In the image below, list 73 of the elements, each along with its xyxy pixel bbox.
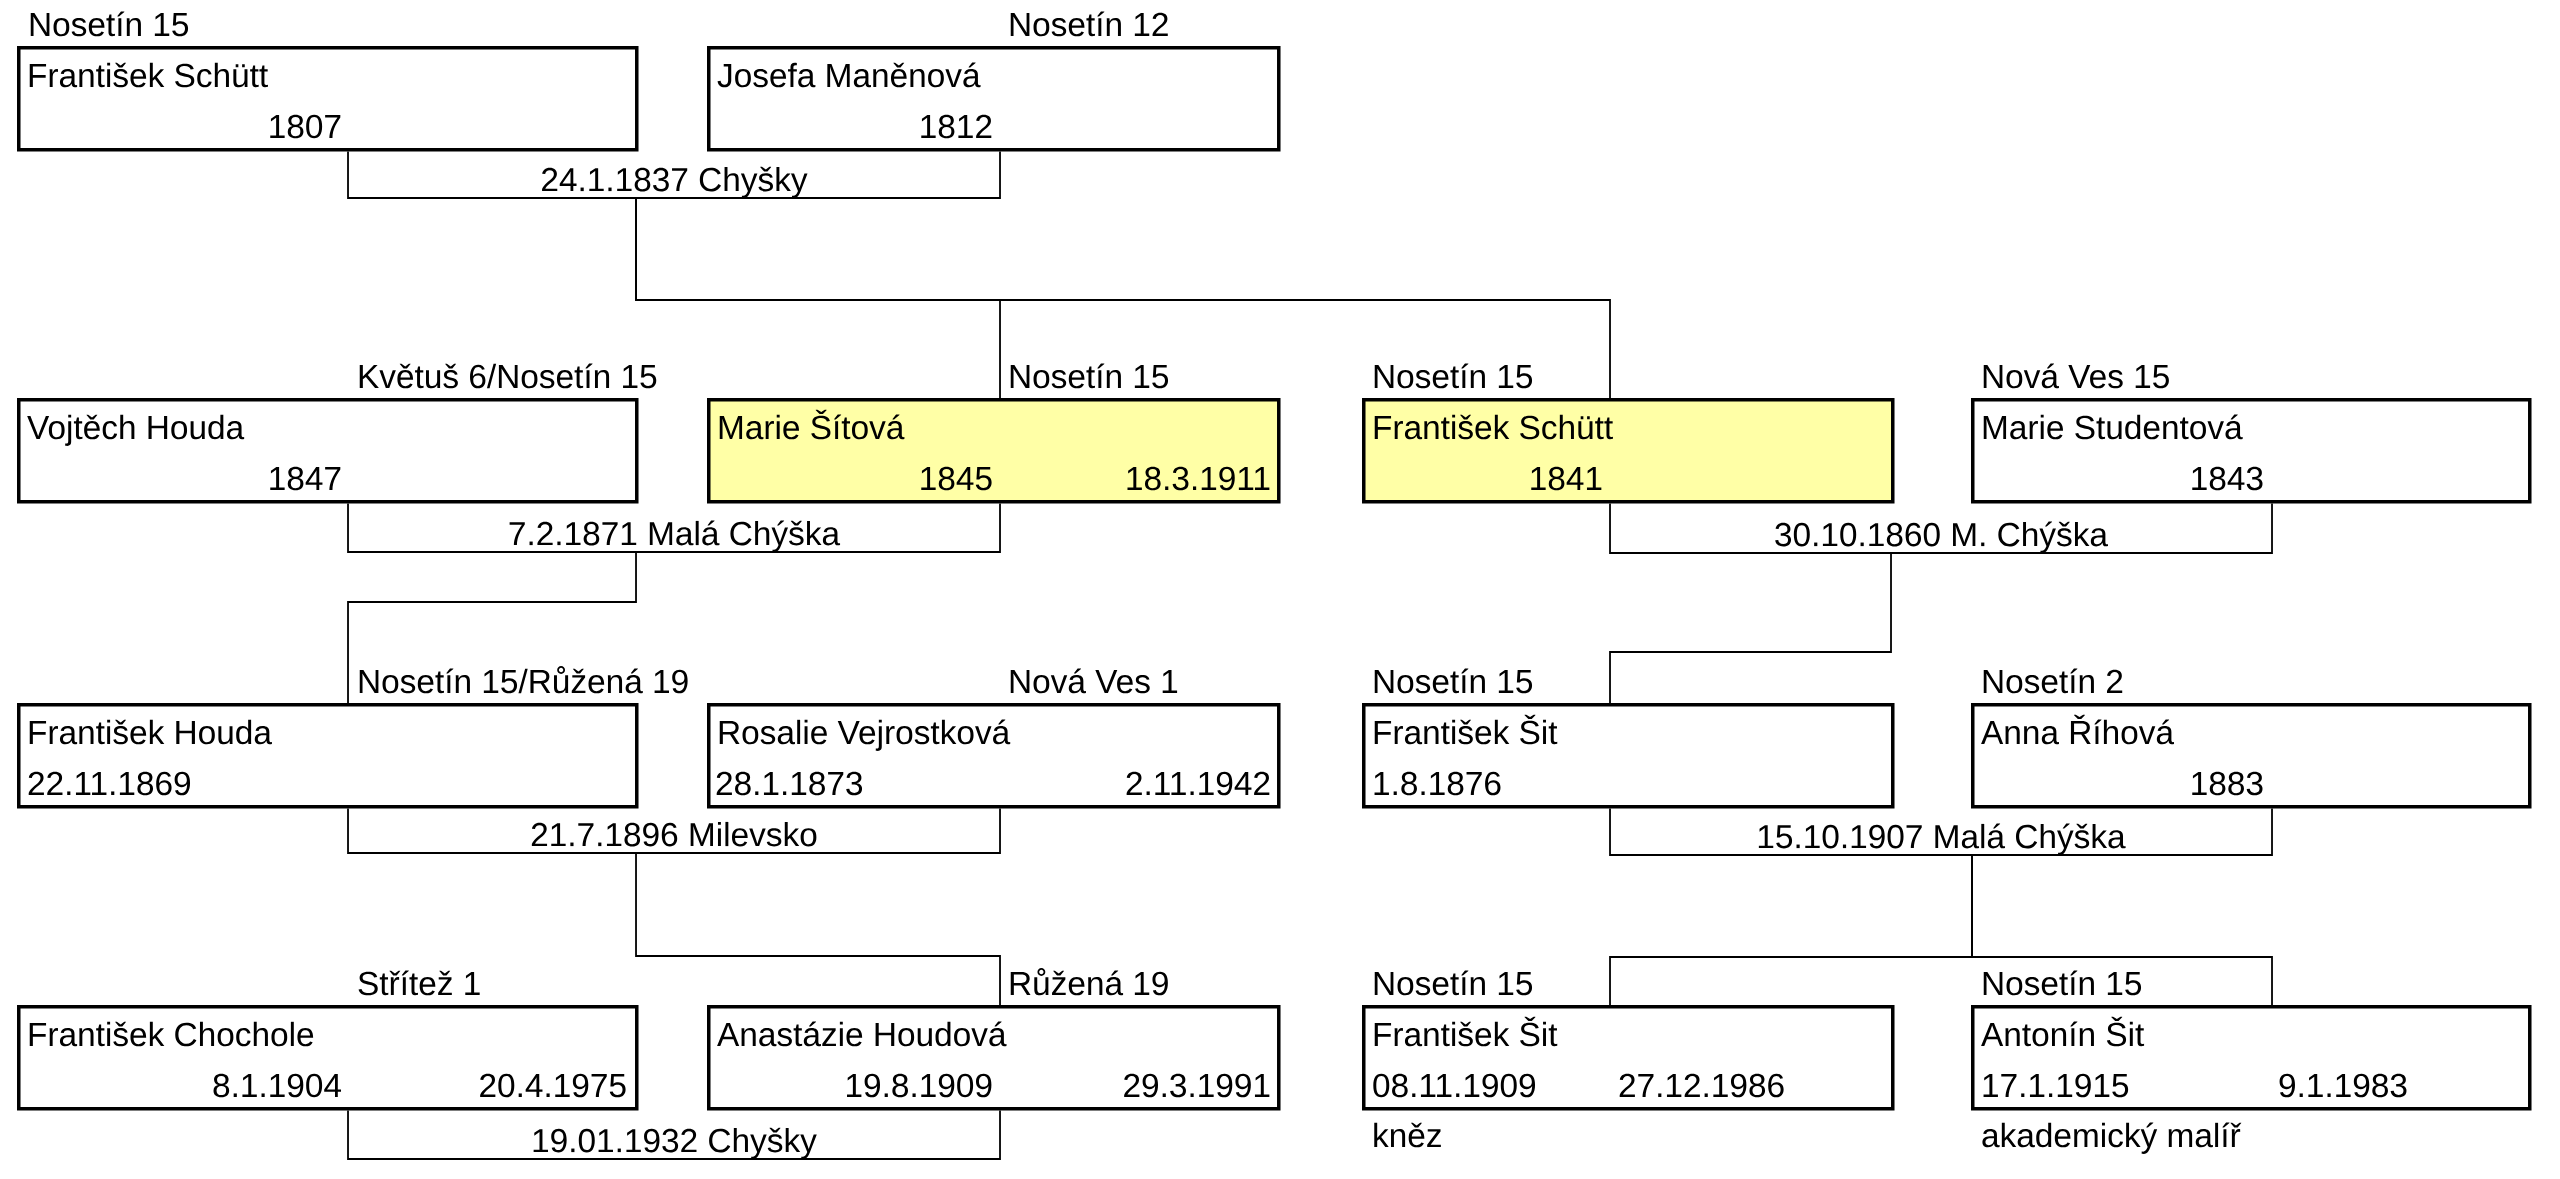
connector-line [347,551,637,704]
date-text: 1841 [1531,466,1602,491]
connector-line [635,852,1001,1006]
person-name: Josefa Maněnová [717,62,981,88]
connector-line [673,1109,1001,1160]
date-text: 22.11.1869 [28,771,191,796]
address-label: Nová Ves 15 [1983,363,2169,389]
date-text: 1807 [270,114,341,139]
date-text: 20.4.1975 [480,1073,626,1098]
connector-line [1971,807,2273,856]
connector-line [347,502,637,553]
date-text: 1883 [2192,771,2263,796]
caption-text: kněz [1374,1122,1441,1148]
marriage-label: 21.7.1896 Milevsko [531,821,817,847]
date-text: 17.1.1915 [1983,1073,2129,1098]
connector-line [635,807,1001,854]
person-name: František Chochole [29,1021,314,1047]
date-text: 19.8.1909 [847,1073,992,1098]
connector-line [1971,854,2273,1006]
address-label: Nosetín 12 [1010,11,1168,37]
connector-line [1609,552,1892,704]
person-name: Marie Studentová [1983,414,2243,440]
connector-line [635,150,1001,199]
marriage-label: 24.1.1837 Chyšky [542,166,808,199]
person-name: František Schütt [29,62,268,88]
date-text: 29.3.1991 [1124,1073,1270,1098]
person-name: Marie Šítová [719,409,905,440]
address-label: Nosetín 15 [1983,970,2142,996]
connector-line [1609,502,1892,554]
address-label: Nosetín 15/Růžená 19 [359,666,688,694]
connector-line [635,502,1001,553]
person-name: Rosalie Vejrostková [719,719,1011,751]
marriage-label: 7.2.1871 Malá Chýška [509,520,841,553]
connector-line [347,1109,675,1160]
marriage-label: 15.10.1907 Malá Chýška [1758,823,2126,855]
person-name: František Schütt [1374,414,1613,440]
person-name: Antonín Šit [1981,1016,2145,1047]
date-text: 1847 [270,466,341,491]
address-label: Růžená 19 [1010,968,1168,996]
date-text: 8.1.1904 [213,1073,341,1098]
date-text: 1845 [921,466,992,491]
address-label: Nosetín 15 [30,11,189,37]
date-text: 9.1.1983 [2279,1073,2407,1098]
date-text: 2.11.1942 [1126,771,1270,796]
connector-line [347,807,637,854]
date-text: 1.8.1876 [1374,771,1501,796]
date-text: 08.11.1909 [1373,1073,1536,1098]
person-name: František Šit [1374,714,1558,745]
address-label: Nová Ves 1 [1010,668,1178,694]
marriage-label: 19.01.1932 Chyšky [533,1127,817,1159]
date-text: 27.12.1986 [1619,1073,1784,1098]
address-label: Květuš 6/Nosetín 15 [359,363,657,389]
address-label: Nosetín 15 [1010,363,1169,389]
date-text: 1812 [921,114,992,139]
caption-text: akademický malíř [1982,1122,2242,1154]
person-name: Anastázie Houdová [717,1021,1007,1047]
address-label: Nosetín 15 [1374,668,1533,694]
connector-line [635,197,1611,399]
marriage-label: 30.10.1860 M. Chýška [1775,521,2108,554]
date-text: 18.3.1911 [1127,466,1270,491]
address-label: Střítež 1 [358,970,480,996]
address-label: Nosetín 15 [1374,363,1533,389]
connector-line [1890,502,2273,554]
date-text: 1843 [2192,466,2263,491]
person-name: František Šit [1374,1016,1558,1047]
connector-line [347,150,637,199]
person-name: František Houda [29,719,272,745]
person-name: Anna Říhová [1981,714,2174,745]
address-label: Nosetín 15 [1374,970,1533,996]
connector-line [1609,807,1973,856]
person-name: Vojtěch Houda [27,414,245,446]
address-label: Nosetín 2 [1983,668,2123,694]
date-text: 28.1.1873 [716,771,863,796]
